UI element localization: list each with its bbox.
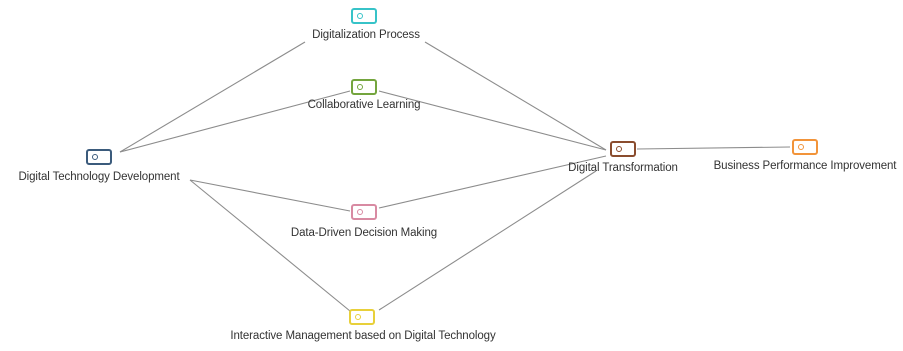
edge-digital-tech-dev-to-interactive-management — [189, 179, 351, 312]
node-label: Digital Technology Development — [18, 171, 180, 183]
edge-digital-transformation-to-business-performance — [636, 146, 791, 150]
edge-digitalization-process-to-digital-transformation — [424, 41, 607, 151]
edge-interactive-management-to-digital-transformation — [378, 170, 597, 311]
edge-digital-tech-dev-to-data-driven-decision — [189, 179, 351, 212]
node-label: Business Performance Improvement — [713, 160, 897, 172]
node-label: Interactive Management based on Digital … — [230, 330, 496, 342]
node-label: Data-Driven Decision Making — [290, 227, 438, 239]
edge-collaborative-learning-to-digital-transformation — [378, 90, 607, 151]
node-marker-icon — [351, 79, 377, 95]
edge-data-driven-decision-to-digital-transformation — [378, 155, 607, 209]
node-label: Collaborative Learning — [307, 99, 421, 111]
node-label: Digitalization Process — [312, 29, 420, 41]
node-marker-icon — [792, 139, 818, 155]
node-marker-icon — [86, 149, 112, 165]
node-marker-icon — [349, 309, 375, 325]
node-marker-icon — [351, 204, 377, 220]
edge-digital-tech-dev-to-digitalization-process — [119, 41, 306, 153]
node-marker-icon — [610, 141, 636, 157]
edge-digital-tech-dev-to-collaborative-learning — [119, 90, 351, 153]
node-label: Digital Transformation — [568, 162, 678, 174]
node-marker-icon — [351, 8, 377, 24]
